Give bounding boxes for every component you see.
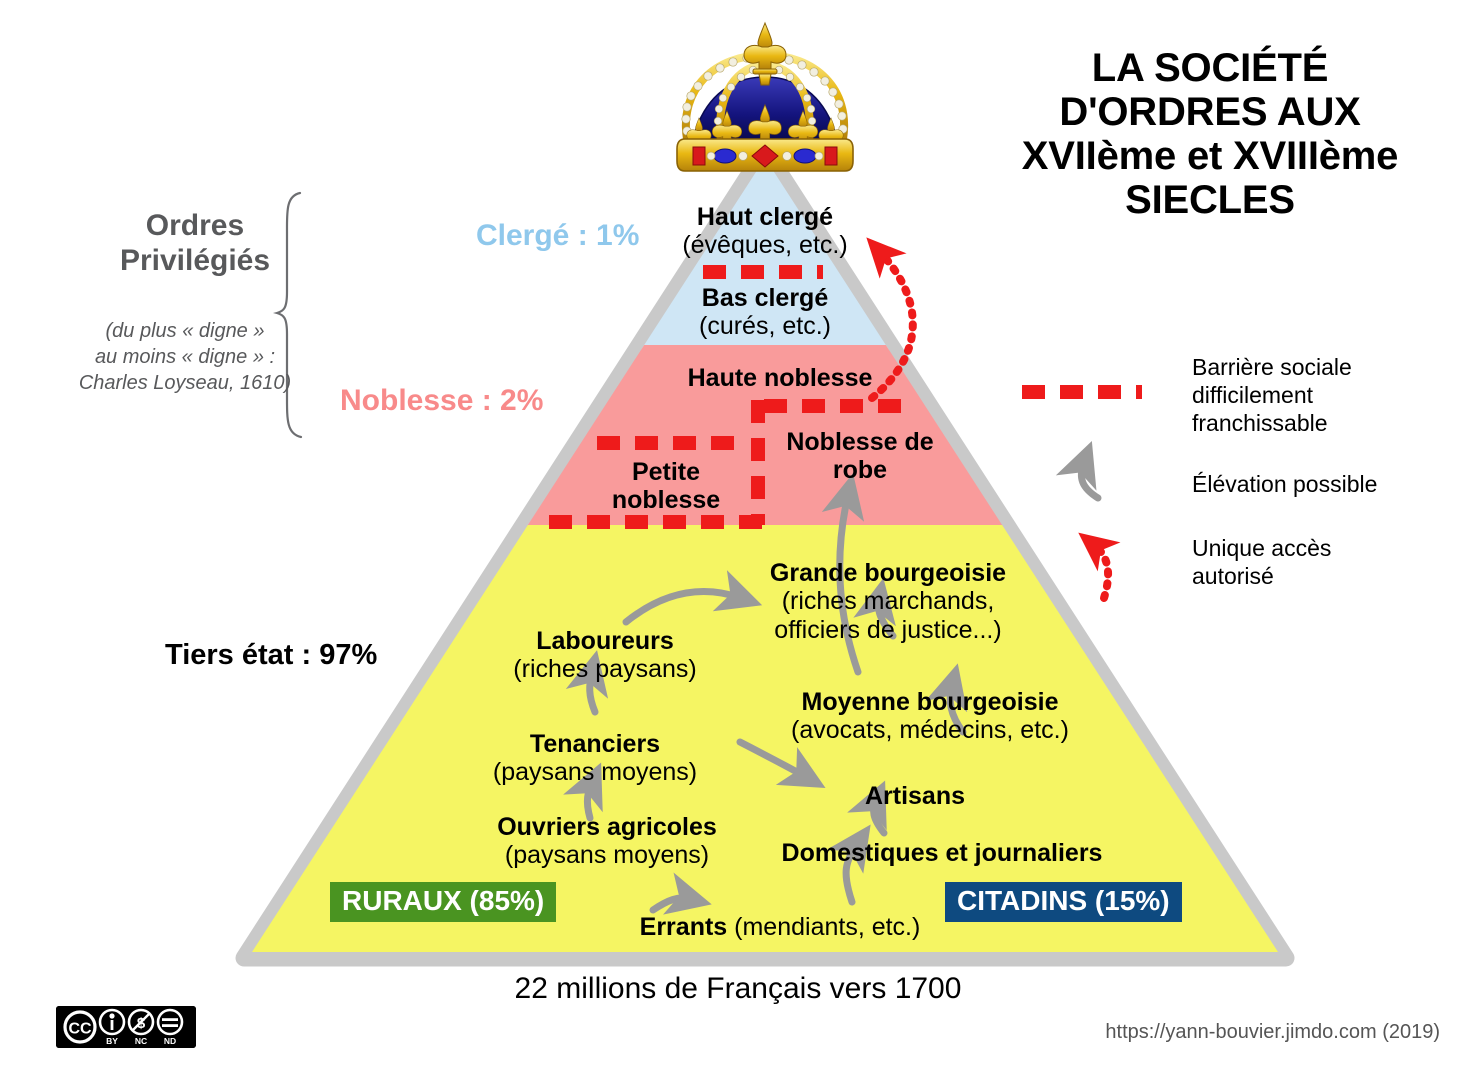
group-tenanciers-detail: (paysans moyens) [492,758,698,787]
unique-access-arrow [866,237,917,402]
arrow-tenanciers-to-artisans [736,738,826,788]
legend-elevation-line1: Élévation possible [1192,471,1378,497]
group-noblesse-de-robe-line2: robe [832,456,888,485]
social-barriers [549,265,915,529]
loyseau-citation: (du plus « digne » au moins « digne » : … [40,318,330,396]
grey-curved-arrow-icon [1055,441,1102,502]
group-artisans-name: Artisans [864,782,966,810]
group-noblesse-de-robe: Noblesse de robe [760,428,960,485]
legend-barriere-line3: franchissable [1192,410,1328,437]
title-line-2: D'ORDRES AUX [1059,90,1361,134]
legend-acces-line1: Unique accès [1192,535,1332,561]
group-bas-clerge: Bas clergé (curés, etc.) [630,284,900,341]
title-line-3: XVIIème et XVIIIème [1021,134,1399,178]
group-haute-noblesse-name: Haute noblesse [687,364,873,392]
red-dotted-arrow-icon [1078,532,1121,602]
arrow-bourgeoisie-to-noblesse [821,473,865,676]
elevation-arrows [563,473,968,915]
group-grande-bourgeoisie-detail-2: officiers de justice...) [774,615,1002,644]
arrow-laboureurs-to-grande-bourgeoisie [622,570,763,626]
group-grande-bourgeoisie-name: Grande bourgeoisie [769,559,1007,587]
legend-item-barriere-sociale: Barrière sociale difficilement franchiss… [1192,353,1462,437]
group-moyenne-bourgeoisie-detail: (avocats, médecins, etc.) [791,716,1069,745]
group-bas-clerge-detail: (curés, etc.) [699,312,831,341]
legend-barriere-line2: difficilement [1192,382,1314,409]
title-line-1: LA SOCIÉTÉ [1091,46,1329,90]
svg-text:ND: ND [164,1036,176,1046]
group-artisans: Artisans [790,782,1040,810]
cc-by-nc-nd-icon: CC BY $ NC ND [56,1006,196,1048]
svg-text:BY: BY [106,1036,118,1046]
loyseau-line2: au moins « digne » : [94,346,276,368]
group-grande-bourgeoisie: Grande bourgeoisie (riches marchands, of… [718,559,1058,644]
legend-barriere-line1: Barrière sociale [1192,354,1352,380]
title-line-4: SIECLES [1125,178,1295,222]
group-domestiques-journaliers-name: Domestiques et journaliers [781,839,1103,867]
loyseau-line1: (du plus « digne » [105,320,265,342]
svg-text:NC: NC [135,1036,147,1046]
group-ouvriers-agricoles-detail: (paysans moyens) [504,841,710,870]
arrow-ouvriers-to-tenanciers [563,762,603,822]
arrow-errants-to-domestiques [827,824,871,906]
group-errants-name: Errants [639,913,728,941]
creative-commons-license-badge: CC BY $ NC ND [56,1006,196,1048]
group-moyenne-bourgeoisie-name: Moyenne bourgeoisie [801,688,1059,716]
privileged-orders-brace [272,191,303,439]
privileged-orders-heading-line1: Ordres [145,209,245,242]
arrow-errants-to-ouvriers [649,872,712,915]
group-petite-noblesse-line1: Petite [631,458,701,486]
group-haute-noblesse: Haute noblesse [620,364,940,392]
group-petite-noblesse-line2: noblesse [611,486,721,515]
group-petite-noblesse: Petite noblesse [566,458,766,515]
legend-acces-line2: autorisé [1192,563,1274,590]
group-grande-bourgeoisie-detail-1: (riches marchands, [781,587,995,616]
estate-label-clergy: Clergé : 1% [476,219,640,252]
group-moyenne-bourgeoisie: Moyenne bourgeoisie (avocats, médecins, … [760,688,1100,745]
royal-crown-icon [676,21,854,172]
page-title: LA SOCIÉTÉ D'ORDRES AUX XVIIème et XVIII… [960,46,1460,222]
group-ouvriers-agricoles-name: Ouvriers agricoles [497,813,717,841]
group-laboureurs-name: Laboureurs [536,627,674,655]
arrow-moyenne-bourgeoisie-up [853,578,897,640]
loyseau-line3: Charles Loyseau, 1610) [78,372,292,394]
source-url: https://yann-bouvier.jimdo.com (2019) [1105,1021,1440,1043]
population-caption: 22 millions de Français vers 1700 [514,972,962,1005]
estate-label-third-estate: Tiers état : 97% [165,639,378,671]
arrow-domestiques-to-artisans [847,780,888,837]
svg-text:$: $ [137,1015,146,1032]
group-ouvriers-agricoles: Ouvriers agricoles (paysans moyens) [462,813,752,870]
arrow-tenanciers-to-laboureurs [565,650,609,716]
legend-item-unique-acces: Unique accès autorisé [1192,534,1462,590]
privileged-orders-heading-line2: Privilégiés [119,244,271,278]
group-laboureurs: Laboureurs (riches paysans) [480,627,730,684]
group-errants: Errants (mendiants, etc.) [560,913,1000,941]
group-haut-clerge-name: Haut clergé [696,203,834,231]
arrow-moyenne-to-grande-bourgeoisie [925,663,968,736]
group-tenanciers: Tenanciers (paysans moyens) [470,730,720,787]
group-laboureurs-detail: (riches paysans) [513,655,697,684]
group-haut-clerge-detail: (évêques, etc.) [682,231,848,260]
legend-item-elevation: Élévation possible [1192,470,1462,498]
group-errants-detail: (mendiants, etc.) [727,913,921,941]
legend-marks [1022,385,1142,602]
group-noblesse-de-robe-line1: Noblesse de [786,428,934,456]
group-tenanciers-name: Tenanciers [529,730,661,758]
group-haut-clerge: Haut clergé (évêques, etc.) [600,203,930,260]
badge-citadins: CITADINS (15%) [945,882,1182,922]
svg-text:CC: CC [68,1021,92,1038]
pyramid-border [235,141,1295,967]
badge-ruraux: RURAUX (85%) [330,882,557,922]
group-bas-clerge-name: Bas clergé [701,284,829,312]
privileged-orders-heading: Ordres Privilégiés [55,208,335,279]
group-domestiques-journaliers: Domestiques et journaliers [742,839,1142,867]
estate-label-nobility: Noblesse : 2% [340,384,544,417]
